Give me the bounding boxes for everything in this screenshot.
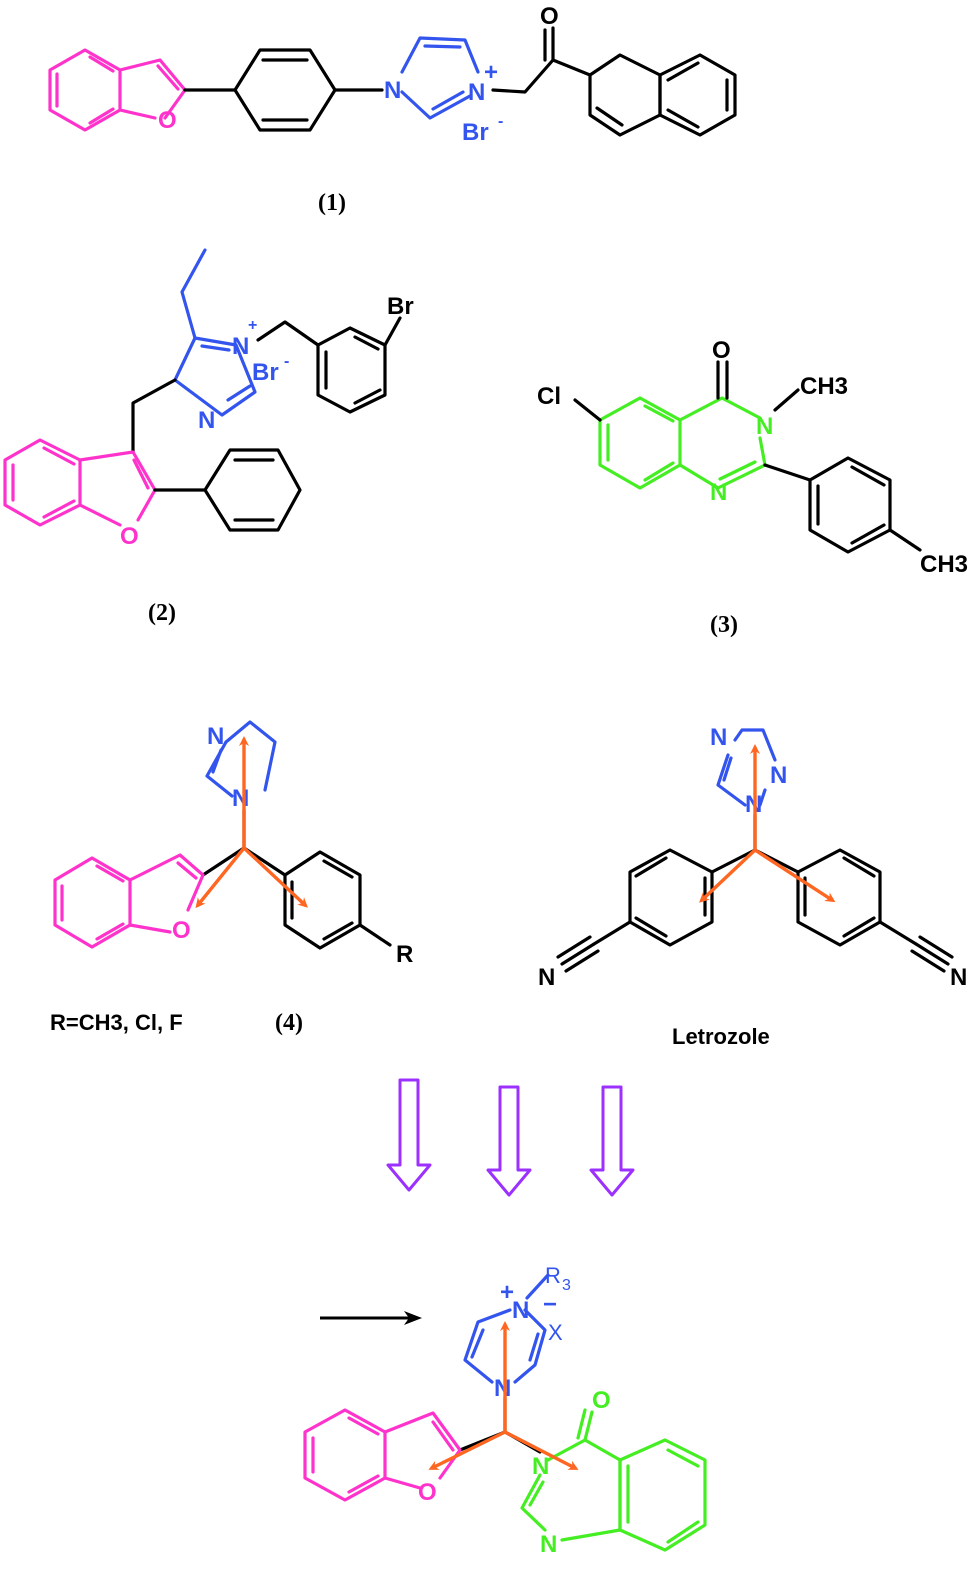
c2-br-substituent-label: Br [387,293,414,320]
target-benzofuran [303,1408,462,1502]
c1-bromide-label: Br [462,119,489,146]
c2-benzofuran [3,438,157,527]
target-minus-label: − [543,1291,557,1318]
ethyl-imidazolinium [173,248,257,417]
target-plus-label: + [500,1279,514,1306]
c4-pharmacophore-arrows [195,736,308,909]
c3-methyl-top-label: CH3 [800,373,848,400]
c4-r-label: R [396,941,413,968]
c3-methyl-bottom-label: CH3 [920,551,968,578]
compound-2: N + Br - N Br O [3,248,414,626]
c2-plus-label: + [248,317,257,334]
target-n1-label: N [540,1531,557,1558]
compound-1-label: (1) [318,190,346,216]
target-x-label: X [548,1320,563,1345]
compound-4: N N O R R=CH3, Cl, F [50,720,413,1036]
naphthyl-ketone [491,26,737,137]
c3-substituents [573,360,922,554]
c4-scaffold [201,808,392,950]
c4-imidazole-n-label: N [207,723,224,750]
target-furan-oxygen-label: O [418,1479,437,1506]
c2-oxygen-label: O [120,523,139,550]
down-arrow-1 [386,1078,432,1192]
compound-2-label: (2) [148,600,176,626]
compound-1: O N N + Br - [48,3,737,216]
target-pharmacophore-arrows [428,1321,579,1470]
target-r-label: R [545,1263,561,1288]
c3-n1-label: N [710,479,727,506]
letrozole-pharmacophore-arrows [699,744,836,903]
target-n3-label: N [532,1453,549,1480]
down-arrow-3 [589,1085,635,1197]
letrozole-n4-label: N [710,724,727,751]
target-quinazolinone [520,1408,707,1552]
compound-3-label: (3) [710,612,738,638]
c3-n3-label: N [756,413,773,440]
bromobenzyl [256,316,402,414]
compound-4-label: (4) [275,1010,303,1036]
target-n-link-label: N [494,1375,511,1402]
phenyl-ring [183,48,384,132]
c2-n-label: N [198,407,215,434]
c2-phenyl [153,448,302,532]
c2-bromide-label: Br [252,359,279,386]
letrozole-scaffold [556,813,954,973]
c3-chlorine-label: Cl [537,383,561,410]
letrozole-n2-label: N [770,762,787,789]
c3-oxygen-label: O [712,337,731,364]
c4-benzofuran [53,853,205,949]
target-nplus-label: N [512,1297,529,1324]
letrozole-label: Letrozole [672,1024,770,1049]
target-imidazolium [463,1273,550,1384]
c1-minus-label: - [498,113,503,130]
c2-nplus-label: N [232,333,249,360]
target-r-subscript-label: 3 [562,1277,571,1294]
quinazolinone-core [598,396,767,490]
down-arrow-2 [486,1085,532,1197]
letrozole-triazole [716,728,777,807]
c2-minus-label: - [284,353,289,370]
target-hybrid: R 3 + N − X N O [303,1263,707,1558]
c4-link-n-label: N [232,785,249,812]
benzofuran-ring [48,48,187,132]
c1-ketone-oxygen-label: O [540,3,559,30]
compound-3: Cl O N N CH3 CH3 (3) [537,337,968,638]
c4-substituents-label: R=CH3, Cl, F [50,1010,183,1035]
c1-n1-label: N [384,77,401,104]
letrozole: N N N N N [538,724,967,1049]
c1-n3-label: N [468,79,485,106]
design-arrows [386,1078,635,1197]
c1-oxygen-label: O [158,107,177,134]
imidazolium-ring [400,36,480,120]
c4-oxygen-label: O [172,917,191,944]
letrozole-cn-right-label: N [950,964,967,991]
target-ketone-oxygen-label: O [592,1387,611,1414]
c2-linker [131,378,177,454]
c1-plus-label: + [484,59,498,86]
c4-imidazole [205,720,277,798]
letrozole-cn-left-label: N [538,964,555,991]
